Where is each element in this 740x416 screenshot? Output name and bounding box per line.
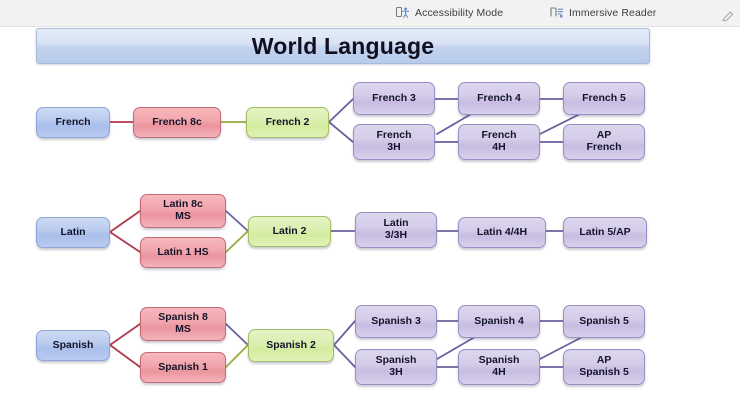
course-node-french3[interactable]: French 3	[353, 82, 435, 115]
connector-latin-to-latin8cms	[109, 210, 141, 233]
course-node-label: Spanish 1	[158, 360, 208, 373]
connector-spanish4h-to-spanish5	[539, 333, 589, 360]
toolbar-item-accessibility-mode[interactable]: Accessibility Mode	[396, 6, 503, 19]
course-node-label: French	[55, 115, 91, 128]
course-node-apfrench[interactable]: AP French	[563, 124, 645, 160]
course-node-label: Latin 8c MS	[163, 198, 203, 222]
course-node-latin5ap[interactable]: Latin 5/AP	[563, 217, 647, 248]
course-node-label: French 5	[582, 91, 626, 104]
course-node-label: French 8c	[152, 115, 202, 128]
course-node-label: French 4	[477, 91, 521, 104]
course-node-spanish1[interactable]: Spanish 1	[140, 352, 226, 383]
course-pathway-diagram: French French 8c French 2 French 3 French 4 F…	[0, 62, 740, 416]
course-node-label: AP Spanish 5	[579, 354, 629, 378]
course-node-french5[interactable]: French 5	[563, 82, 645, 115]
course-node-spanish3[interactable]: Spanish 3	[355, 305, 437, 338]
connector-spanish2-to-spanish3	[333, 320, 356, 346]
course-node-french8c[interactable]: French 8c	[133, 107, 221, 138]
toolbar-item-label: Immersive Reader	[569, 6, 657, 19]
immersive-reader-icon	[550, 6, 564, 19]
connector-spanish-to-spanish1	[109, 344, 141, 368]
course-node-label: French 3	[372, 91, 416, 104]
course-node-french4[interactable]: French 4	[458, 82, 540, 115]
course-node-label: Latin 2	[272, 224, 307, 237]
page-title: World Language	[251, 32, 435, 59]
course-node-label: Spanish 2	[266, 338, 316, 351]
connector-spanish-to-spanish8ms	[109, 323, 141, 346]
course-node-label: Spanish 4	[474, 314, 524, 327]
page-title-banner: World Language	[36, 28, 650, 64]
course-node-latin1hs[interactable]: Latin 1 HS	[140, 237, 226, 268]
connector-lines	[109, 98, 589, 368]
course-node-latin2[interactable]: Latin 2	[248, 216, 331, 247]
course-node-label: French 2	[265, 115, 310, 128]
course-node-label: Spanish 8 MS	[158, 311, 208, 335]
course-node-spanish2[interactable]: Spanish 2	[248, 329, 334, 362]
course-node-spanish3h[interactable]: Spanish 3H	[355, 349, 437, 385]
pencil-edit-icon[interactable]	[722, 9, 734, 22]
course-node-french4h[interactable]: French 4H	[458, 124, 540, 160]
course-node-label: Spanish	[52, 338, 94, 351]
course-node-latin44h[interactable]: Latin 4/4H	[458, 217, 546, 248]
course-node-latin8cms[interactable]: Latin 8c MS	[140, 194, 226, 228]
course-node-french3h[interactable]: French 3H	[353, 124, 435, 160]
course-node-label: Latin 3/3H	[383, 217, 409, 241]
toolbar-item-label: Accessibility Mode	[415, 6, 504, 19]
course-node-spanish5[interactable]: Spanish 5	[563, 305, 645, 338]
course-node-spanish4h[interactable]: Spanish 4H	[458, 349, 540, 385]
course-node-label: Spanish 3	[371, 314, 421, 327]
course-node-label: Latin 1 HS	[157, 245, 209, 258]
connector-spanish2-to-spanish3h	[333, 344, 356, 368]
course-node-apspanish5[interactable]: AP Spanish 5	[563, 349, 645, 385]
course-node-spanish8ms[interactable]: Spanish 8 MS	[140, 307, 226, 341]
accessibility-mode-icon	[396, 6, 410, 19]
course-node-label: French 3H	[376, 129, 412, 153]
course-node-spanish[interactable]: Spanish	[36, 330, 110, 361]
course-node-french2[interactable]: French 2	[246, 107, 329, 138]
connector-spanish8ms-to-spanish2	[225, 323, 249, 346]
course-node-label: Latin	[60, 225, 86, 238]
course-node-label: AP French	[586, 129, 622, 153]
connector-latin8cms-to-latin2	[225, 210, 249, 232]
connector-spanish1-to-spanish2	[225, 344, 249, 368]
course-node-spanish4[interactable]: Spanish 4	[458, 305, 540, 338]
connector-french2-to-french3h	[328, 121, 354, 143]
top-toolbar: Accessibility Mode Immersive Reader	[0, 0, 740, 27]
toolbar-item-immersive-reader[interactable]: Immersive Reader	[550, 6, 656, 19]
connector-latin1hs-to-latin2	[225, 230, 249, 253]
course-node-french[interactable]: French	[36, 107, 110, 138]
course-node-latin[interactable]: Latin	[36, 217, 110, 248]
course-node-label: Latin 5/AP	[579, 225, 631, 238]
course-node-latin33h[interactable]: Latin 3/3H	[355, 212, 437, 248]
course-node-label: Spanish 3H	[375, 354, 417, 378]
connector-latin-to-latin1hs	[109, 231, 141, 253]
course-node-label: French 4H	[481, 129, 517, 153]
course-node-label: Latin 4/4H	[476, 225, 528, 238]
connector-french2-to-french3	[328, 98, 354, 123]
connector-spanish3h-to-spanish4	[436, 333, 481, 360]
course-node-label: Spanish 5	[579, 314, 629, 327]
course-node-label: Spanish 4H	[478, 354, 520, 378]
